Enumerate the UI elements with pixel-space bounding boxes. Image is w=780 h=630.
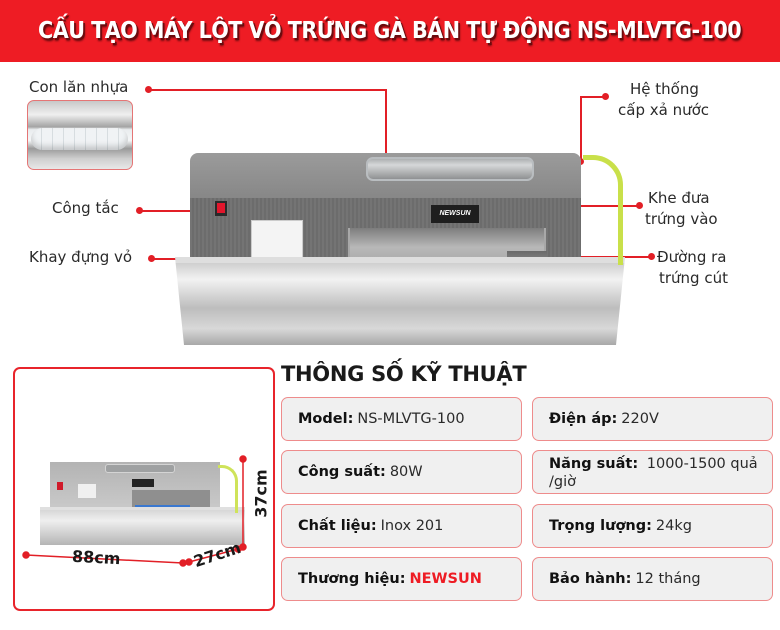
callout-water-dot [602,93,609,100]
callout-exit-line2: trứng cút [659,269,728,287]
dimension-lines [22,455,247,567]
callout-feed-slot-line1: Khe đưa [648,189,710,207]
water-hose [583,155,623,265]
spec-value: NS-MLVTG-100 [357,411,465,427]
spec-value: 24kg [655,518,692,534]
spec-value: 220V [621,411,659,427]
spec-model: Model: NS-MLVTG-100 [281,397,522,441]
spec-label: Điện áp: [549,411,618,427]
spec-label: Thương hiệu: [298,571,406,587]
dimension-height: 37cm [251,469,271,518]
callout-roller: Con lăn nhựa [29,78,129,96]
callout-water-system-line2: cấp xả nước [618,101,710,119]
spec-brand: Thương hiệu: NEWSUN [281,557,522,601]
feed-slot-window [366,157,534,181]
spec-warranty: Bảo hành: 12 tháng [532,557,773,601]
specs-heading: THÔNG SỐ KỸ THUẬT [281,362,527,386]
spec-label: Model: [298,411,354,427]
spec-value-brand: NEWSUN [409,571,482,587]
callout-switch-line [139,210,217,212]
callout-roller-line [148,89,386,91]
spec-weight: Trọng lượng: 24kg [532,504,773,548]
machine-thumbnail [40,462,245,547]
callout-water-system-line1: Hệ thống [630,80,699,98]
page-title: CẤU TẠO MÁY LỘT VỎ TRỨNG GÀ BÁN TỰ ĐỘNG … [38,18,742,44]
spec-label: Công suất: [298,464,386,480]
title-banner: CẤU TẠO MÁY LỘT VỎ TRỨNG GÀ BÁN TỰ ĐỘNG … [0,0,780,62]
roller-closeup-image [27,100,133,170]
spec-value: 1000-1500 quả /giờ [549,456,758,490]
callout-roller-line-v [385,89,387,214]
spec-capacity: Năng suất: 1000-1500 quả /giờ [532,450,773,494]
spec-power: Công suất: 80W [281,450,522,494]
water-basin [175,257,625,345]
callout-shell-tray: Khay đựng vỏ [29,248,133,266]
spec-label: Trọng lượng: [549,518,652,534]
callout-feed-slot-line2: trứng vào [645,210,718,228]
spec-value: 80W [389,464,423,480]
callout-water-line [580,96,604,98]
dimension-width: 88cm [71,546,121,569]
callout-feed-dot [636,202,643,209]
power-switch-icon [215,201,227,216]
spec-label: Bảo hành: [549,571,632,587]
callout-exit-line1: Đường ra [657,248,727,266]
brand-logo-plate: NEWSUN [431,205,479,223]
callout-water-line-v [580,96,582,160]
spec-voltage: Điện áp: 220V [532,397,773,441]
spec-material: Chất liệu: Inox 201 [281,504,522,548]
spec-label: Chất liệu: [298,518,377,534]
callout-exit-dot [648,253,655,260]
callout-switch: Công tắc [52,199,119,217]
plastic-roller [31,128,128,150]
spec-value: 12 tháng [635,571,701,587]
spec-label: Năng suất: [549,456,639,472]
machine-top-cover [190,153,581,198]
spec-label-sticker [251,220,303,258]
spec-value: Inox 201 [380,518,444,534]
machine-image: NEWSUN [175,153,625,345]
dimensions-panel: 88cm 27cm 37cm [13,367,275,611]
